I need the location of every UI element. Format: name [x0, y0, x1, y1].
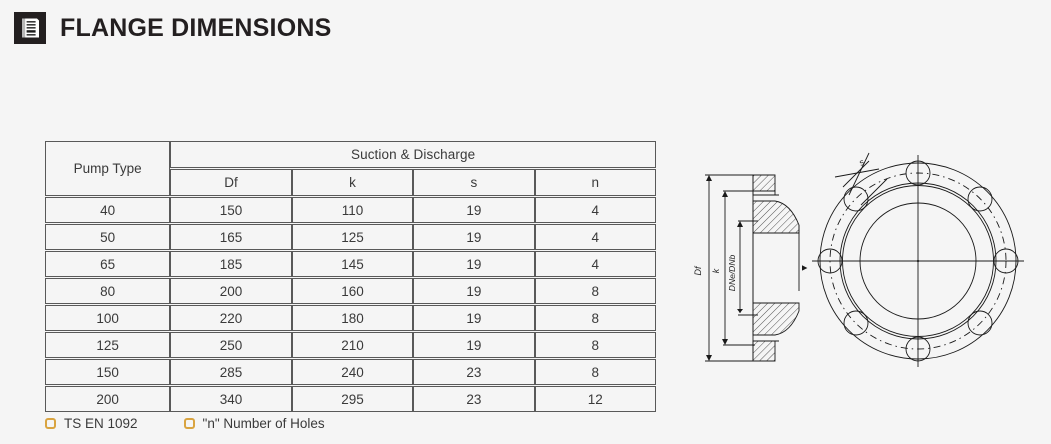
- bolt-hole: [843, 310, 869, 336]
- cell-df: 250: [170, 332, 292, 358]
- cell-pump-type: 100: [45, 305, 171, 331]
- cell-k: 180: [291, 305, 414, 331]
- page-header: FLANGE DIMENSIONS: [14, 12, 331, 44]
- cell-df: 340: [170, 386, 292, 412]
- section-view-group: [683, 174, 808, 362]
- cell-k: 145: [291, 251, 414, 277]
- column-header-suction-discharge: Suction & Discharge: [170, 141, 656, 168]
- legend-item-standard: TS EN 1092: [45, 416, 138, 431]
- table-row: 80 200 160 19 8: [45, 278, 656, 304]
- circle-bullet-icon: [45, 418, 56, 429]
- cell-k: 240: [291, 359, 414, 385]
- cell-n: 8: [534, 332, 656, 358]
- table-row: 40 150 110 19 4: [45, 197, 656, 223]
- table-row: 125 250 210 19 8: [45, 332, 656, 358]
- cell-n: 8: [534, 305, 656, 331]
- cell-pump-type: 150: [45, 359, 171, 385]
- column-header-pump-type: Pump Type: [45, 141, 171, 196]
- cell-df: 285: [170, 359, 292, 385]
- cell-pump-type: 40: [45, 197, 171, 223]
- table-head: Pump Type Suction & Discharge Df k s n: [45, 141, 656, 196]
- cell-s: 19: [413, 332, 535, 358]
- column-header-s: s: [413, 169, 535, 196]
- cell-pump-type: 125: [45, 332, 171, 358]
- cell-s: 23: [413, 386, 535, 412]
- page-title: FLANGE DIMENSIONS: [60, 13, 332, 42]
- circle-bullet-icon: [183, 418, 195, 429]
- legend: TS EN 1092 "n" Number of Holes: [45, 416, 325, 431]
- section-view-labels: Df k DNe/DNb: [693, 255, 737, 292]
- cell-s: 19: [413, 251, 535, 277]
- cell-k: 295: [291, 386, 414, 412]
- front-view-label-s: s: [857, 157, 866, 168]
- table-row: 100 220 180 19 8: [45, 305, 656, 331]
- cell-n: 8: [534, 359, 656, 385]
- cell-n: 4: [534, 251, 656, 277]
- table-row: 50 165 125 19 4: [45, 224, 656, 250]
- cell-pump-type: 65: [45, 251, 171, 277]
- cell-df: 185: [170, 251, 292, 277]
- table-body: 40 150 110 19 4 50 165 125 19 4 65 185 1…: [45, 197, 656, 412]
- cell-df: 150: [170, 197, 292, 223]
- legend-label: "n" Number of Holes: [202, 416, 325, 431]
- cell-df: 165: [170, 224, 292, 250]
- bolt-hole: [967, 310, 993, 336]
- cell-s: 23: [413, 359, 535, 385]
- front-view-group: [812, 152, 1024, 367]
- table-header-row-group: Pump Type Suction & Discharge: [45, 141, 656, 196]
- cell-pump-type: 200: [45, 386, 171, 412]
- cell-s: 19: [413, 224, 535, 250]
- bolt-hole: [967, 186, 993, 212]
- cell-n: 12: [534, 386, 656, 412]
- cell-n: 8: [534, 278, 656, 304]
- cell-k: 125: [291, 224, 414, 250]
- column-header-k: k: [291, 169, 414, 196]
- bolt-hole: [843, 186, 869, 212]
- column-header-df: Df: [170, 169, 292, 196]
- cell-n: 4: [534, 224, 656, 250]
- flange-technical-drawing: Df k DNe/DNb: [683, 133, 1043, 383]
- cell-df: 200: [170, 278, 292, 304]
- cell-k: 210: [291, 332, 414, 358]
- legend-item-holes: "n" Number of Holes: [183, 416, 325, 431]
- dimension-label-df: Df: [693, 265, 703, 275]
- column-header-n: n: [534, 169, 656, 196]
- table-row: 200 340 295 23 12: [45, 386, 656, 412]
- flange-dimensions-table: Pump Type Suction & Discharge Df k s n 4…: [45, 140, 656, 413]
- dimension-label-k: k: [711, 268, 721, 273]
- cell-k: 160: [291, 278, 414, 304]
- cell-s: 19: [413, 278, 535, 304]
- table-header-row-sub: Df k s n: [45, 169, 656, 196]
- table-row: 65 185 145 19 4: [45, 251, 656, 277]
- cell-df: 220: [170, 305, 292, 331]
- cell-s: 19: [413, 197, 535, 223]
- legend-label: TS EN 1092: [64, 416, 138, 431]
- document-icon: [14, 12, 46, 44]
- cell-n: 4: [534, 197, 656, 223]
- dimension-label-dne-dnb: DNe/DNb: [727, 255, 737, 292]
- cell-pump-type: 50: [45, 224, 171, 250]
- cell-s: 19: [413, 305, 535, 331]
- table-row: 150 285 240 23 8: [45, 359, 656, 385]
- cell-k: 110: [291, 197, 414, 223]
- cell-pump-type: 80: [45, 278, 171, 304]
- center-mark: [916, 259, 920, 263]
